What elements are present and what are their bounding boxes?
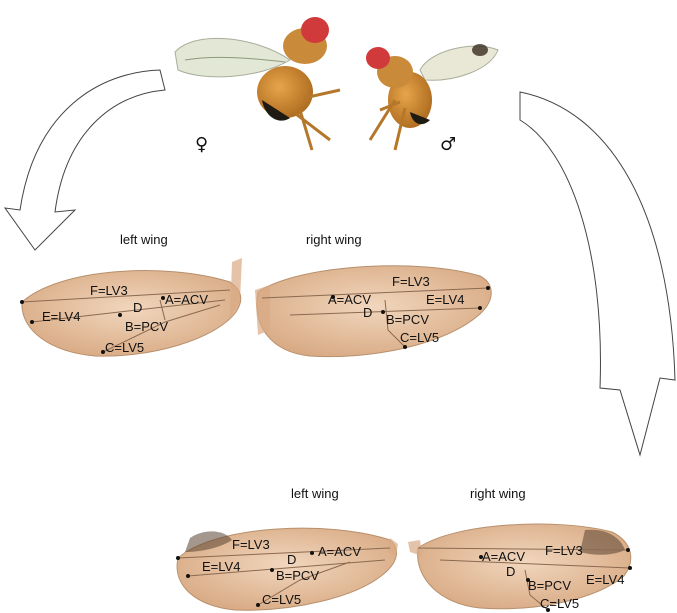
male-fly-image xyxy=(366,44,498,150)
female-left-point-b: B=PCV xyxy=(125,319,168,334)
male-left-point-b: B=PCV xyxy=(276,568,319,583)
female-right-point-e: E=LV4 xyxy=(426,292,464,307)
male-right-point-f: F=LV3 xyxy=(545,543,583,558)
female-right-wing xyxy=(255,266,491,357)
female-fly-image xyxy=(175,17,340,150)
male-right-point-c: C=LV5 xyxy=(540,596,579,611)
female-right-point-c: C=LV5 xyxy=(400,330,439,345)
female-right-wing-label: right wing xyxy=(306,232,362,247)
curved-arrow-right xyxy=(520,92,675,455)
male-symbol: ♂ xyxy=(440,134,456,155)
female-left-point-a: A=ACV xyxy=(165,292,208,307)
female-left-point-c: C=LV5 xyxy=(105,340,144,355)
male-left-point-f: F=LV3 xyxy=(232,537,270,552)
male-left-wing-label: left wing xyxy=(291,486,339,501)
female-symbol: ♀ xyxy=(195,134,208,155)
curved-arrow-left xyxy=(5,70,165,250)
male-right-point-e: E=LV4 xyxy=(586,572,624,587)
male-right-wing xyxy=(408,524,632,612)
male-left-point-e: E=LV4 xyxy=(202,559,240,574)
female-left-wing-label: left wing xyxy=(120,232,168,247)
female-right-point-f: F=LV3 xyxy=(392,274,430,289)
male-left-point-a: A=ACV xyxy=(318,544,361,559)
female-left-point-f: F=LV3 xyxy=(90,283,128,298)
male-right-wing-label: right wing xyxy=(470,486,526,501)
male-right-point-b: B=PCV xyxy=(528,578,571,593)
male-right-point-d: D xyxy=(506,564,515,579)
female-right-point-b: B=PCV xyxy=(386,312,429,327)
male-left-point-c: C=LV5 xyxy=(262,592,301,607)
male-left-point-d: D xyxy=(287,552,296,567)
female-right-point-d: D xyxy=(363,305,372,320)
male-right-point-a: A=ACV xyxy=(482,549,525,564)
female-left-point-d: D xyxy=(133,300,142,315)
female-left-point-e: E=LV4 xyxy=(42,309,80,324)
